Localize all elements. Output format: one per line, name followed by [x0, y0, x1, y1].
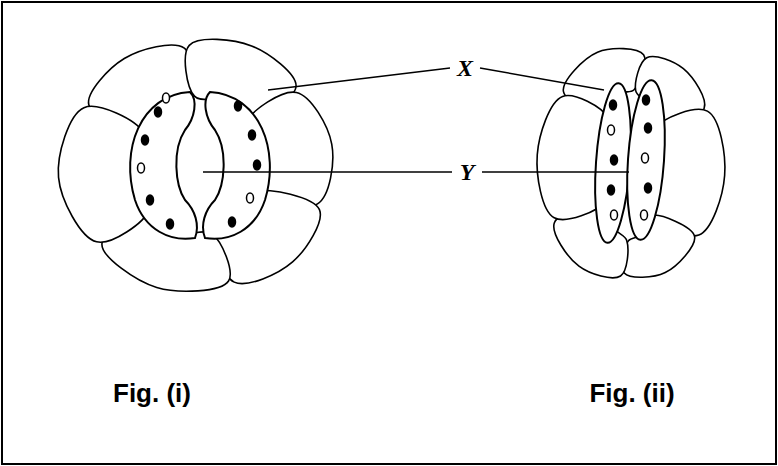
- chloroplast: [610, 100, 617, 110]
- chloroplast: [249, 130, 256, 140]
- closed-stoma: [590, 79, 669, 244]
- chloroplast: [645, 123, 652, 133]
- chloroplast: [254, 160, 261, 170]
- chloroplast: [229, 217, 236, 227]
- part-label: X: [457, 56, 473, 80]
- leader-lines: [203, 68, 629, 172]
- figure-caption: Fig. (ii): [589, 380, 674, 406]
- leader-line: [480, 68, 604, 90]
- chloroplasts: [138, 93, 652, 229]
- chloroplast: [645, 183, 652, 193]
- chloroplast: [608, 185, 615, 195]
- part-label: Y: [460, 160, 475, 184]
- open-stoma: [130, 92, 270, 239]
- chloroplast: [641, 210, 648, 220]
- chloroplast: [142, 135, 149, 145]
- chloroplast: [235, 101, 242, 111]
- guard-cell: [130, 92, 197, 239]
- epidermal-cells: [58, 39, 332, 291]
- chloroplast: [247, 193, 254, 203]
- chloroplast: [643, 95, 650, 105]
- chloroplast: [611, 155, 618, 165]
- chloroplast: [167, 219, 174, 229]
- guard-cell: [622, 79, 669, 241]
- chloroplast: [642, 153, 649, 163]
- chloroplast: [138, 163, 145, 173]
- chloroplast: [163, 93, 170, 103]
- leader-line: [203, 171, 452, 173]
- guard-cell: [203, 92, 270, 239]
- chloroplast: [608, 125, 615, 135]
- figure-caption: Fig. (i): [113, 380, 191, 406]
- leader-line: [482, 171, 629, 173]
- chloroplast: [155, 107, 162, 117]
- chloroplast: [611, 210, 618, 220]
- leader-line: [268, 68, 450, 90]
- chloroplast: [147, 195, 154, 205]
